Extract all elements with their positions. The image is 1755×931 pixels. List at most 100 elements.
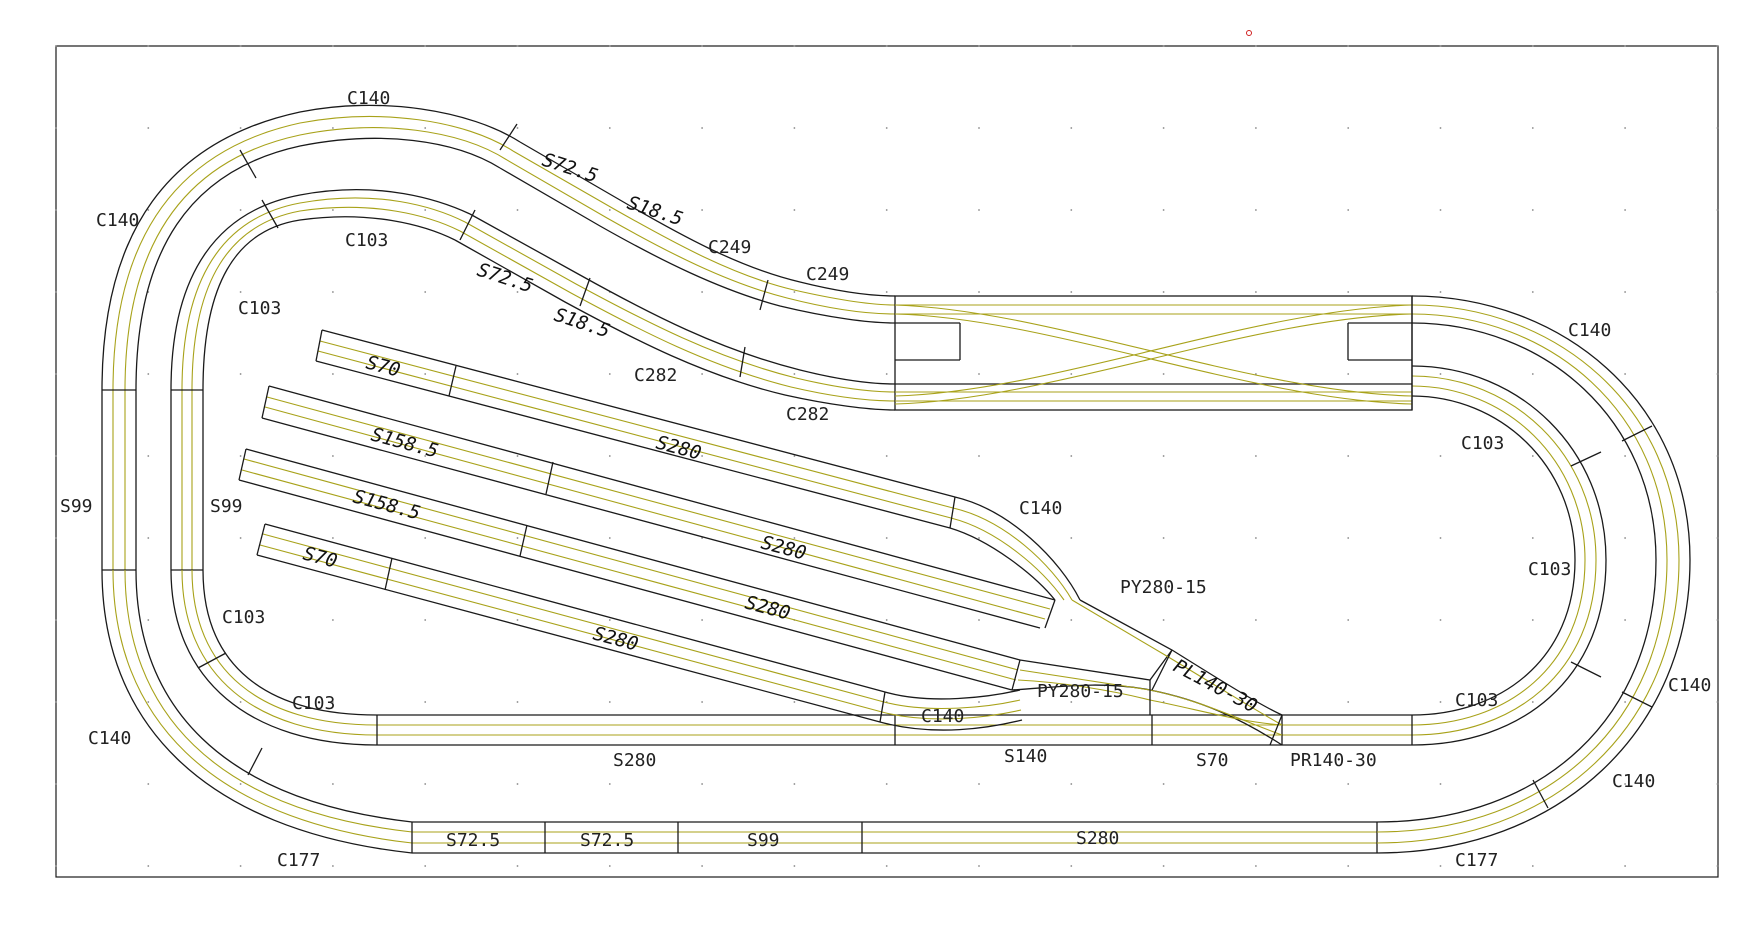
crossover-section [894, 295, 1413, 411]
track-labels: C140 C140 C103 C103 S72.5 S18.5 C249 C24… [60, 88, 1711, 871]
origin-marker [1246, 30, 1252, 36]
grid-dot [978, 619, 980, 621]
label-c282-b: C282 [786, 404, 829, 425]
grid-dot [1347, 291, 1350, 293]
grid-dot [885, 783, 888, 785]
grid-dot [1347, 701, 1350, 703]
grid-dot [147, 701, 150, 703]
label-c103-right-mid: C103 [1528, 559, 1571, 580]
grid-dot [1070, 619, 1073, 621]
grid-dot [1347, 127, 1350, 129]
label-s72-5-outer-a: S72.5 [446, 830, 500, 851]
grid-dot [1439, 45, 1442, 47]
grid-dot [55, 701, 57, 703]
label-c177-left: C177 [277, 850, 320, 871]
grid-dot [516, 537, 519, 539]
grid-dot [516, 619, 519, 621]
grid-dot [1255, 127, 1257, 129]
grid-dot [1624, 701, 1626, 703]
grid-dot [1070, 455, 1073, 457]
grid-dot [1624, 783, 1626, 785]
grid-dot [239, 455, 242, 457]
grid-dot [516, 455, 519, 457]
grid-dot [1162, 783, 1165, 785]
grid-dot [1531, 455, 1534, 457]
grid-dot [1162, 127, 1165, 129]
label-c103-left-bottom: C103 [292, 693, 335, 714]
label-s72-5-upper: S72.5 [539, 149, 600, 188]
grid-dot [1716, 209, 1719, 211]
grid-dot [1162, 373, 1165, 375]
grid-dot [239, 783, 242, 785]
grid-dot [516, 45, 519, 47]
grid-dot [332, 127, 334, 129]
grid-dot [239, 619, 242, 621]
grid-dot [793, 127, 796, 129]
grid-dot [1255, 291, 1257, 293]
label-c249-b: C249 [806, 264, 849, 285]
label-c103-top: C103 [345, 230, 388, 251]
grid-dot [1255, 619, 1257, 621]
label-c103-right-bottom: C103 [1455, 690, 1498, 711]
grid-dot [885, 45, 888, 47]
grid-dot [1531, 45, 1534, 47]
grid-dot [1531, 865, 1534, 867]
grid-dot [1162, 209, 1165, 211]
grid-dot [885, 127, 888, 129]
grid-dot [1624, 209, 1626, 211]
grid-dot [1162, 865, 1165, 867]
grid-dot [701, 291, 703, 293]
grid-dot [1439, 619, 1442, 621]
grid-dot [1070, 45, 1073, 47]
grid-dot [239, 45, 242, 47]
label-s140: S140 [1004, 746, 1047, 767]
grid-dot [424, 537, 427, 539]
grid-dot [1070, 783, 1073, 785]
grid-dot [424, 865, 427, 867]
label-s280-a: S280 [654, 432, 704, 465]
grid-dot [1439, 783, 1442, 785]
label-py280-15-b: PY280-15 [1037, 681, 1124, 702]
grid-dot [1439, 455, 1442, 457]
grid-dot [608, 45, 611, 47]
grid-dot [885, 865, 888, 867]
grid-dot [424, 45, 427, 47]
grid-dot [239, 865, 242, 867]
label-c140-mid: C140 [1019, 498, 1062, 519]
grid-dot [332, 455, 334, 457]
grid-dot [1347, 455, 1350, 457]
grid-dot [793, 45, 796, 47]
grid-dot [1255, 209, 1257, 211]
grid-dot [1255, 865, 1257, 867]
grid-dot [55, 783, 57, 785]
grid-dot [1531, 291, 1534, 293]
grid-dot [147, 209, 150, 211]
grid-dot [332, 783, 334, 785]
grid-dot [1439, 701, 1442, 703]
grid-dot [1624, 865, 1626, 867]
grid-dot [1070, 537, 1073, 539]
grid-dot [701, 127, 703, 129]
grid-dot [424, 373, 427, 375]
grid-dot [608, 619, 611, 621]
grid-dot [1624, 373, 1626, 375]
label-pr140-30: PR140-30 [1290, 750, 1377, 771]
grid-dot [608, 701, 611, 703]
label-s280-b: S280 [759, 532, 809, 565]
grid-dot [1716, 373, 1719, 375]
grid-dot [147, 865, 150, 867]
grid-dot [332, 291, 334, 293]
grid-dot [55, 455, 57, 457]
grid-dot [147, 455, 150, 457]
grid-dot [1347, 537, 1350, 539]
grid-dot [1162, 291, 1165, 293]
label-pl140-30: PL140-30 [1170, 655, 1261, 717]
grid-dot [608, 865, 611, 867]
label-c177-right: C177 [1455, 850, 1498, 871]
grid-dot [332, 619, 334, 621]
grid-dot [978, 537, 980, 539]
grid-dot [1070, 373, 1073, 375]
grid-dot [1255, 45, 1257, 47]
grid-dot [516, 373, 519, 375]
